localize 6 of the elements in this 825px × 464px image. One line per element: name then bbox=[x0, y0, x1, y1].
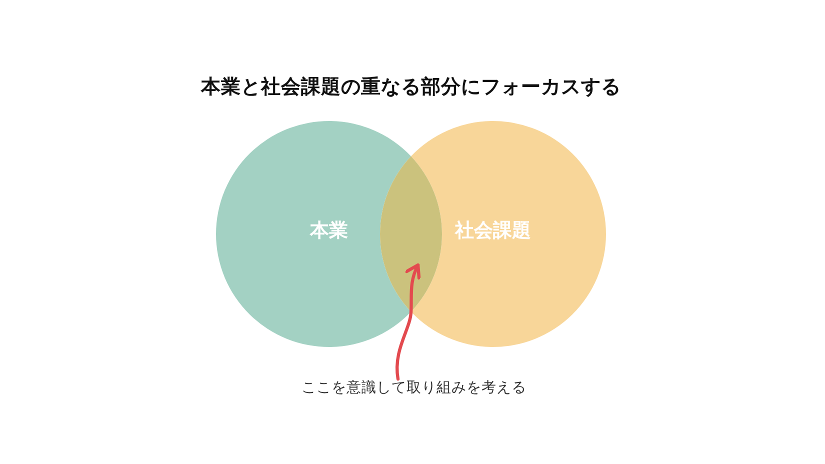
curved-arrow bbox=[396, 263, 422, 381]
overlap-region bbox=[380, 156, 442, 312]
diagram-title: 本業と社会課題の重なる部分にフォーカスする bbox=[201, 75, 621, 98]
circle-label: 本業 bbox=[310, 220, 348, 242]
circle-label: 社会課題 bbox=[455, 220, 531, 242]
annotation-text: ここを意識して取り組みを考える bbox=[302, 380, 526, 398]
